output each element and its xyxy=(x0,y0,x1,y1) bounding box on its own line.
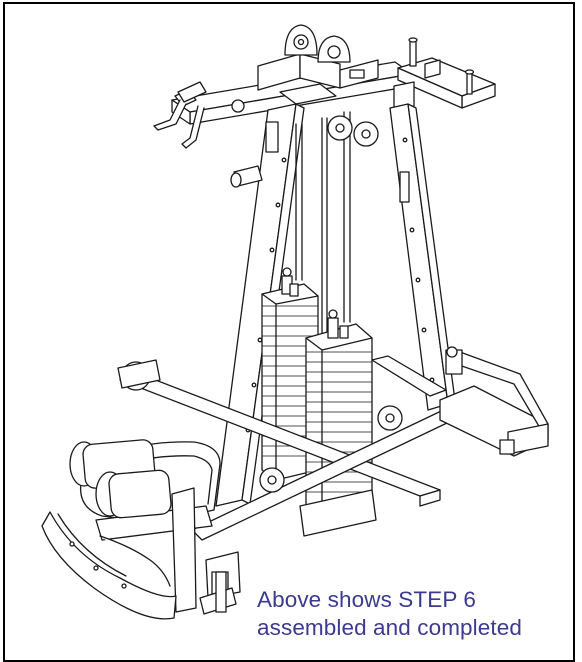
step-caption: Above shows STEP 6 assembled and complet… xyxy=(257,586,522,642)
left-arm-handles xyxy=(153,81,245,149)
right-weight-stack xyxy=(299,309,377,537)
guide-rods xyxy=(295,111,351,341)
top-pulley-housing xyxy=(257,24,379,105)
seat-assembly xyxy=(41,439,241,620)
low-pulleys xyxy=(117,359,403,493)
right-top-bracket xyxy=(393,37,496,111)
middle-pulleys xyxy=(327,115,379,147)
caption-line-2: assembled and completed xyxy=(257,615,522,640)
base-frame xyxy=(119,346,549,541)
right-upright xyxy=(389,103,457,411)
home-gym-illustration xyxy=(41,24,549,620)
caption-line-1: Above shows STEP 6 xyxy=(257,587,476,612)
